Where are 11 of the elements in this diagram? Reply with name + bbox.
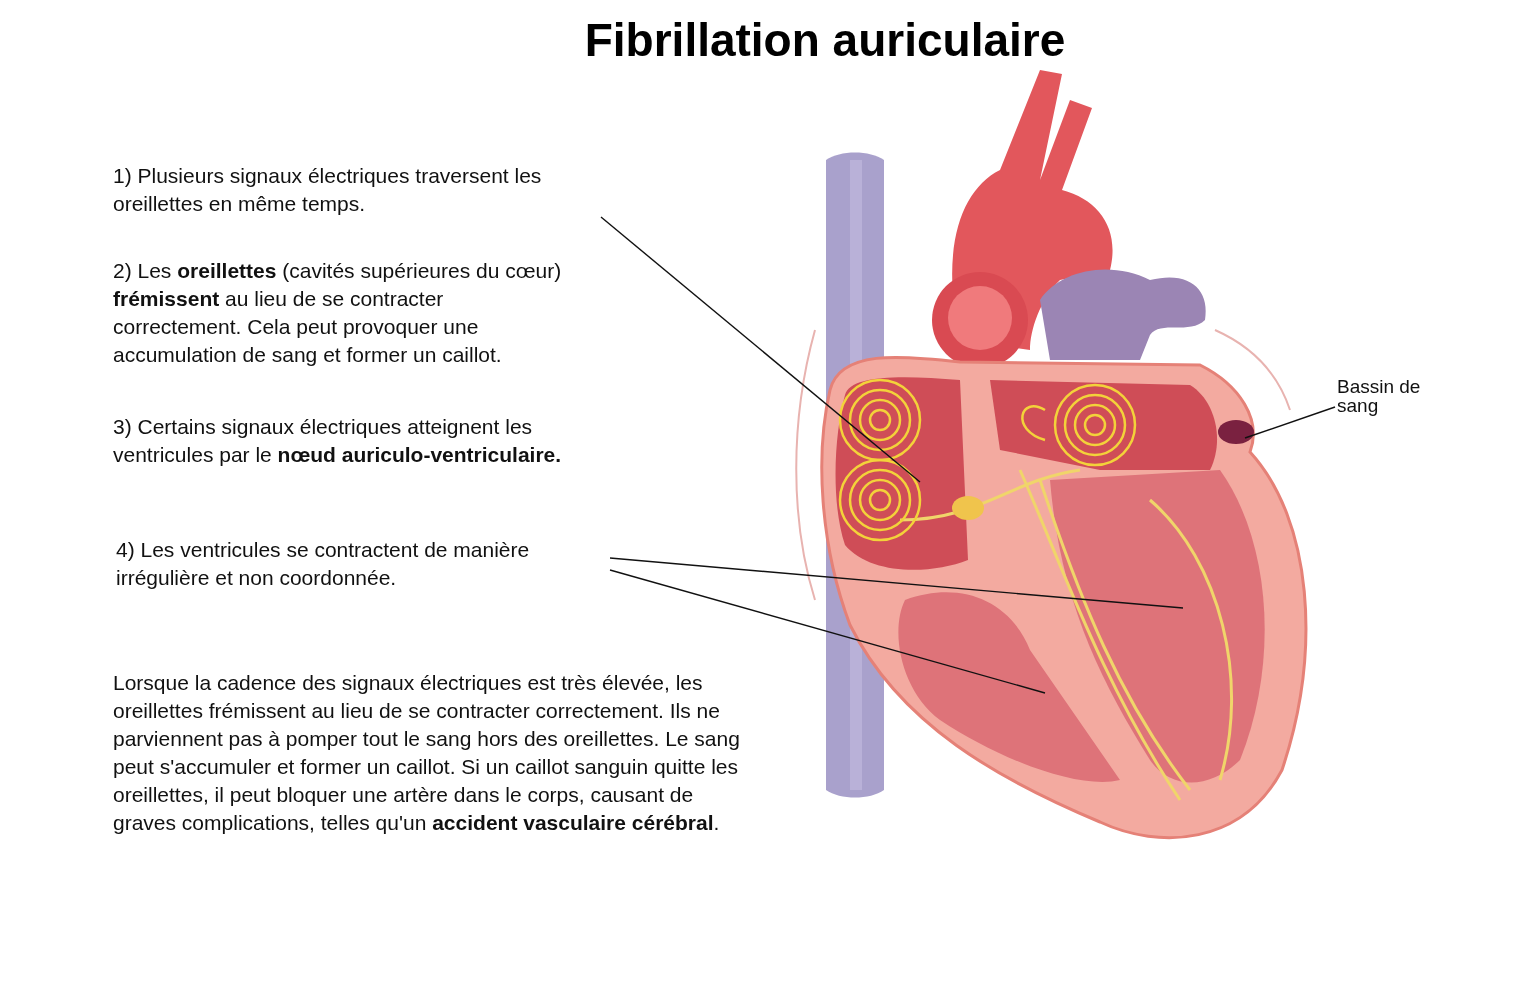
annotation-text: 4) Les ventricules se contractent de manière irrégulière et non coordonnée. — [116, 537, 531, 591]
annotation-text: 2) Les oreillettes (cavités supérieures du cœur) frémissent au lieu de se contracter correctement. Cela peut provoquer une accumulation de sang et former un caillot. — [113, 258, 563, 368]
annotation-text: 1) Plusieurs signaux électriques traversent les oreillettes en même temps. — [113, 163, 543, 217]
leader-line — [609, 557, 1184, 609]
leader-line — [1244, 406, 1336, 439]
annotation-text: 3) Certains signaux électriques atteignent les ventricules par le nœud auriculo-ventriculaire. — [113, 414, 563, 468]
title: Fibrillation auriculaire — [583, 13, 1067, 68]
leader-line — [600, 216, 921, 483]
annotation-text: Lorsque la cadence des signaux électriques est très élevée, les oreillettes frémissent au lieu de se contracter correctement. Ils ne parviennent pas à pomper tout le sang hors des oreillettes. Le sang peut s'accumuler et former un caillot. Si un caillot sanguin quitte les oreillettes, il peut bloquer une artère dans le corps, causant de graves complications, telles qu'un accident vasculaire cérébral. — [113, 670, 741, 836]
callout-label: Bassin de sang — [1337, 377, 1422, 415]
leader-line — [609, 569, 1046, 694]
